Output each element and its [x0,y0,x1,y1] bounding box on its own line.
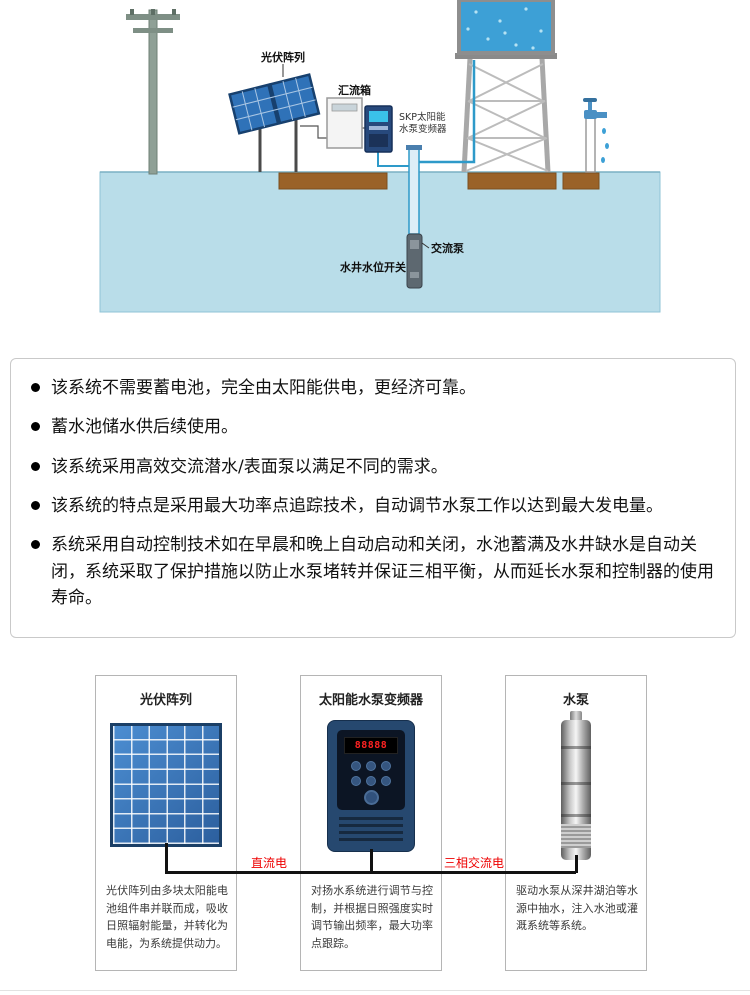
feature-text: 该系统不需要蓄电池，完全由太阳能供电，更经济可靠。 [51,378,476,398]
pump-band [561,746,591,749]
connection-line-inverter [370,849,373,873]
bullet-icon [31,383,40,392]
feature-text: 系统采用自动控制技术如在早晨和晚上自动启动和关闭，水池蓄满及水井缺水是自动关闭，… [51,535,714,609]
inverter-key [351,776,361,786]
soil-blocks [278,172,600,190]
system-diagram: 光伏阵列 汇流箱 SKP太阳能 水泵变频器 交流泵 水井水位开关 [0,0,750,345]
power-pole [126,9,180,175]
feature-item: 系统采用自动控制技术如在早晨和晚上自动启动和关闭，水池蓄满及水井缺水是自动关闭，… [31,532,715,611]
faucet [583,98,609,173]
combiner-box [326,97,363,149]
bullet-icon [31,501,40,511]
component-panel-pump: 水泵 驱动水泵从深井湖泊等水源中抽水，注入水池或灌溉系统等系统。 [505,675,647,971]
water-tank [457,0,555,55]
feature-item: 蓄水池储水供后续使用。 [31,414,715,440]
inverter-key [366,776,376,786]
features-box: 该系统不需要蓄电池，完全由太阳能供电，更经济可靠。 蓄水池储水供后续使用。 该系… [10,358,736,638]
water-tower [455,0,557,173]
pump-band [561,814,591,817]
underground-water [99,171,661,313]
pump-cap [570,711,582,721]
inverter-knob [363,790,379,805]
panel-description-pv: 光伏阵列由多块太阳能电池组件串并联而成，吸收日照辐射能量，并转化为电能，为系统提… [106,884,228,950]
water-drops [601,128,609,163]
well-switch-label: 水井水位开关 [340,260,406,274]
diagram-canvas: 光伏阵列 汇流箱 SKP太阳能 水泵变频器 交流泵 水井水位开关 [99,0,661,313]
inverter-key [366,761,376,771]
bullet-icon [31,540,40,550]
connection-line-pump [575,855,578,873]
inverter-label-line1: SKP太阳能 [399,111,446,123]
bullet-icon [31,461,40,471]
tower-bracing [465,63,549,172]
inverter-display: 88888 [344,737,398,754]
component-panel-pv: 光伏阵列 光伏阵列由多块太阳能电池组件串并联而成，吸收日照辐射能量，并转化为电能… [95,675,237,971]
inverter-image: 88888 [327,720,415,852]
feature-text: 蓄水池储水供后续使用。 [51,417,238,438]
panel-title-pv: 光伏阵列 [139,693,192,708]
well-pump [406,145,423,289]
feature-item: 该系统采用高效交流潜水/表面泵以满足不同的需求。 [31,454,715,480]
connection-line-pv [165,843,168,873]
inverter-face: 88888 [337,730,405,810]
section-divider [0,990,750,991]
dc-power-label: 直流电 [250,856,287,870]
feature-text: 该系统采用高效交流潜水/表面泵以满足不同的需求。 [51,456,448,477]
ac-pump-label: 交流泵 [431,241,464,255]
combiner-label: 汇流箱 [338,83,371,97]
water-sparkles [466,7,543,50]
pv-array-label: 光伏阵列 [260,50,305,64]
inverter-keypad [337,761,405,786]
inverter [364,105,393,153]
component-panel-inverter: 太阳能水泵变频器 88888 对扬水系统进行调节与控制，并根据日照强度实时调节输… [300,675,442,971]
ac-power-label: 三相交流电 [443,856,504,870]
inverter-vents [339,817,403,843]
inverter-key [381,761,391,771]
solar-array [228,73,321,172]
inverter-key [351,761,361,771]
feature-item: 该系统不需要蓄电池，完全由太阳能供电，更经济可靠。 [31,375,715,401]
feature-item: 该系统的特点是采用最大功率点追踪技术，自动调节水泵工作以达到最大发电量。 [31,493,715,519]
panel-title-inverter: 太阳能水泵变频器 [318,693,423,708]
inverter-key [381,776,391,786]
panel-description-pump: 驱动水泵从深井湖泊等水源中抽水，注入水池或灌溉系统等系统。 [516,884,638,933]
pump-label-leader [421,242,430,249]
solar-panel-image [110,723,222,847]
feature-text: 该系统的特点是采用最大功率点追踪技术，自动调节水泵工作以达到最大发电量。 [51,496,663,517]
bullet-icon [31,422,40,432]
panel-title-pump: 水泵 [562,693,589,708]
pump-screen [561,824,591,848]
panel-description-inverter: 对扬水系统进行调节与控制，并根据日照强度实时调节输出频率，最大功率点跟踪。 [311,884,433,950]
inverter-label-line2: 水泵变频器 [399,123,447,135]
pump-band [561,782,591,785]
pump-image [561,711,591,860]
